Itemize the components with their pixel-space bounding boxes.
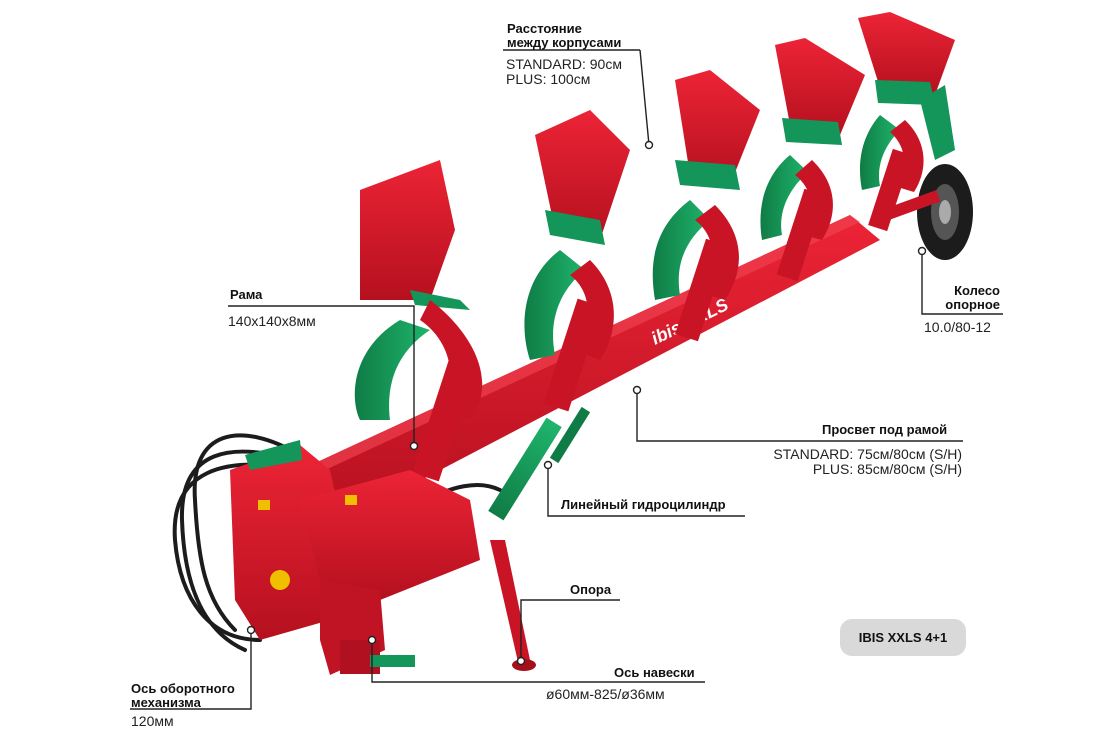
spacing-title: Расстояние между корпусами — [507, 22, 621, 49]
wheel-value: 10.0/80-12 — [924, 319, 991, 335]
clearance-value-line2: PLUS: 85см/80см (S/H) — [812, 460, 962, 477]
clearance-title: Просвет под рамой — [822, 422, 948, 437]
frame-title: Рама — [230, 287, 263, 302]
spacing-title-line2: между корпусами — [507, 34, 622, 50]
plough-body-5 — [858, 12, 955, 232]
spacing-value: STANDARD: 90см PLUS: 100см — [506, 57, 622, 86]
reversal-title-line2: механизма — [131, 694, 201, 710]
hitch-title: Ось навески — [614, 665, 695, 680]
clearance-value: STANDARD: 75см/80см (S/H) PLUS: 85см/80с… — [700, 447, 962, 476]
reversal-title: Ось оборотного механизма — [131, 682, 235, 709]
hitch-value: ø60мм-825/ø36мм — [546, 686, 665, 702]
plough-body-3 — [652, 70, 760, 342]
wheel-title-line2: опорное — [945, 296, 1000, 312]
plough-body-4 — [760, 38, 865, 282]
support-title: Опора — [570, 582, 612, 597]
wheel-title-line1: Колесо — [954, 283, 1000, 298]
frame-value: 140x140x8мм — [228, 313, 316, 329]
cylinder-title: Линейный гидроцилиндр — [561, 497, 726, 512]
model-badge: IBIS XXLS 4+1 — [840, 619, 966, 656]
leader-lines — [130, 49, 1003, 710]
depth-wheel — [879, 164, 973, 260]
plough-body-2 — [524, 110, 630, 412]
clearance-value-line1: STANDARD: 75см/80см (S/H) — [773, 446, 962, 462]
support-leg — [490, 540, 536, 671]
hydraulic-cylinder — [488, 406, 591, 521]
wheel-title: Колесо опорное — [930, 284, 1000, 311]
spacing-title-line1: Расстояние — [507, 21, 582, 36]
spacing-value-line1: STANDARD: 90см — [506, 56, 622, 72]
spacing-value-line2: PLUS: 100см — [506, 70, 591, 87]
reversal-title-line1: Ось оборотного — [131, 681, 235, 696]
plough-body-1 — [354, 160, 483, 482]
headstock — [230, 440, 480, 675]
reversal-value: 120мм — [131, 713, 174, 729]
